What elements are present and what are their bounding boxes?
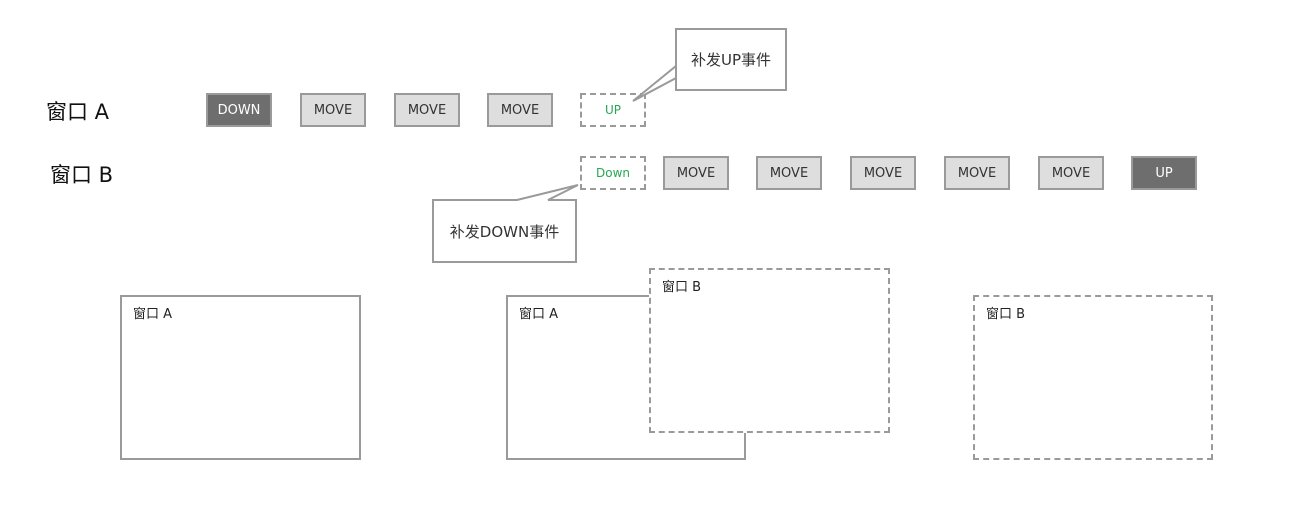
event-b-move-2: MOVE: [756, 156, 822, 190]
stage2-window-a-label: 窗口 A: [519, 307, 559, 322]
callout-up-text: 补发UP事件: [690, 51, 772, 69]
stage3-window-b: 窗口 B: [973, 295, 1213, 460]
stage2-window-b-label: 窗口 B: [662, 280, 702, 295]
event-b-up: UP: [1131, 156, 1197, 190]
row-label-window-b: 窗口 B: [50, 163, 114, 187]
event-a-up-synthesized: UP: [580, 93, 646, 127]
stage1-window-a: 窗口 A: [120, 295, 361, 460]
event-a-move-3: MOVE: [487, 93, 553, 127]
event-b-move-3: MOVE: [850, 156, 916, 190]
stage2-window-b: 窗口 B: [649, 268, 890, 433]
event-a-down: DOWN: [206, 93, 272, 127]
stage3-window-b-label: 窗口 B: [986, 307, 1026, 322]
row-label-window-a: 窗口 A: [46, 100, 110, 124]
event-b-move-1: MOVE: [663, 156, 729, 190]
callout-down-text: 补发DOWN事件: [449, 222, 560, 241]
event-a-move-1: MOVE: [300, 93, 366, 127]
event-b-down-synthesized: Down: [580, 156, 646, 190]
event-b-move-5: MOVE: [1038, 156, 1104, 190]
event-a-move-2: MOVE: [394, 93, 460, 127]
stage1-window-a-label: 窗口 A: [133, 307, 173, 322]
event-b-move-4: MOVE: [944, 156, 1010, 190]
